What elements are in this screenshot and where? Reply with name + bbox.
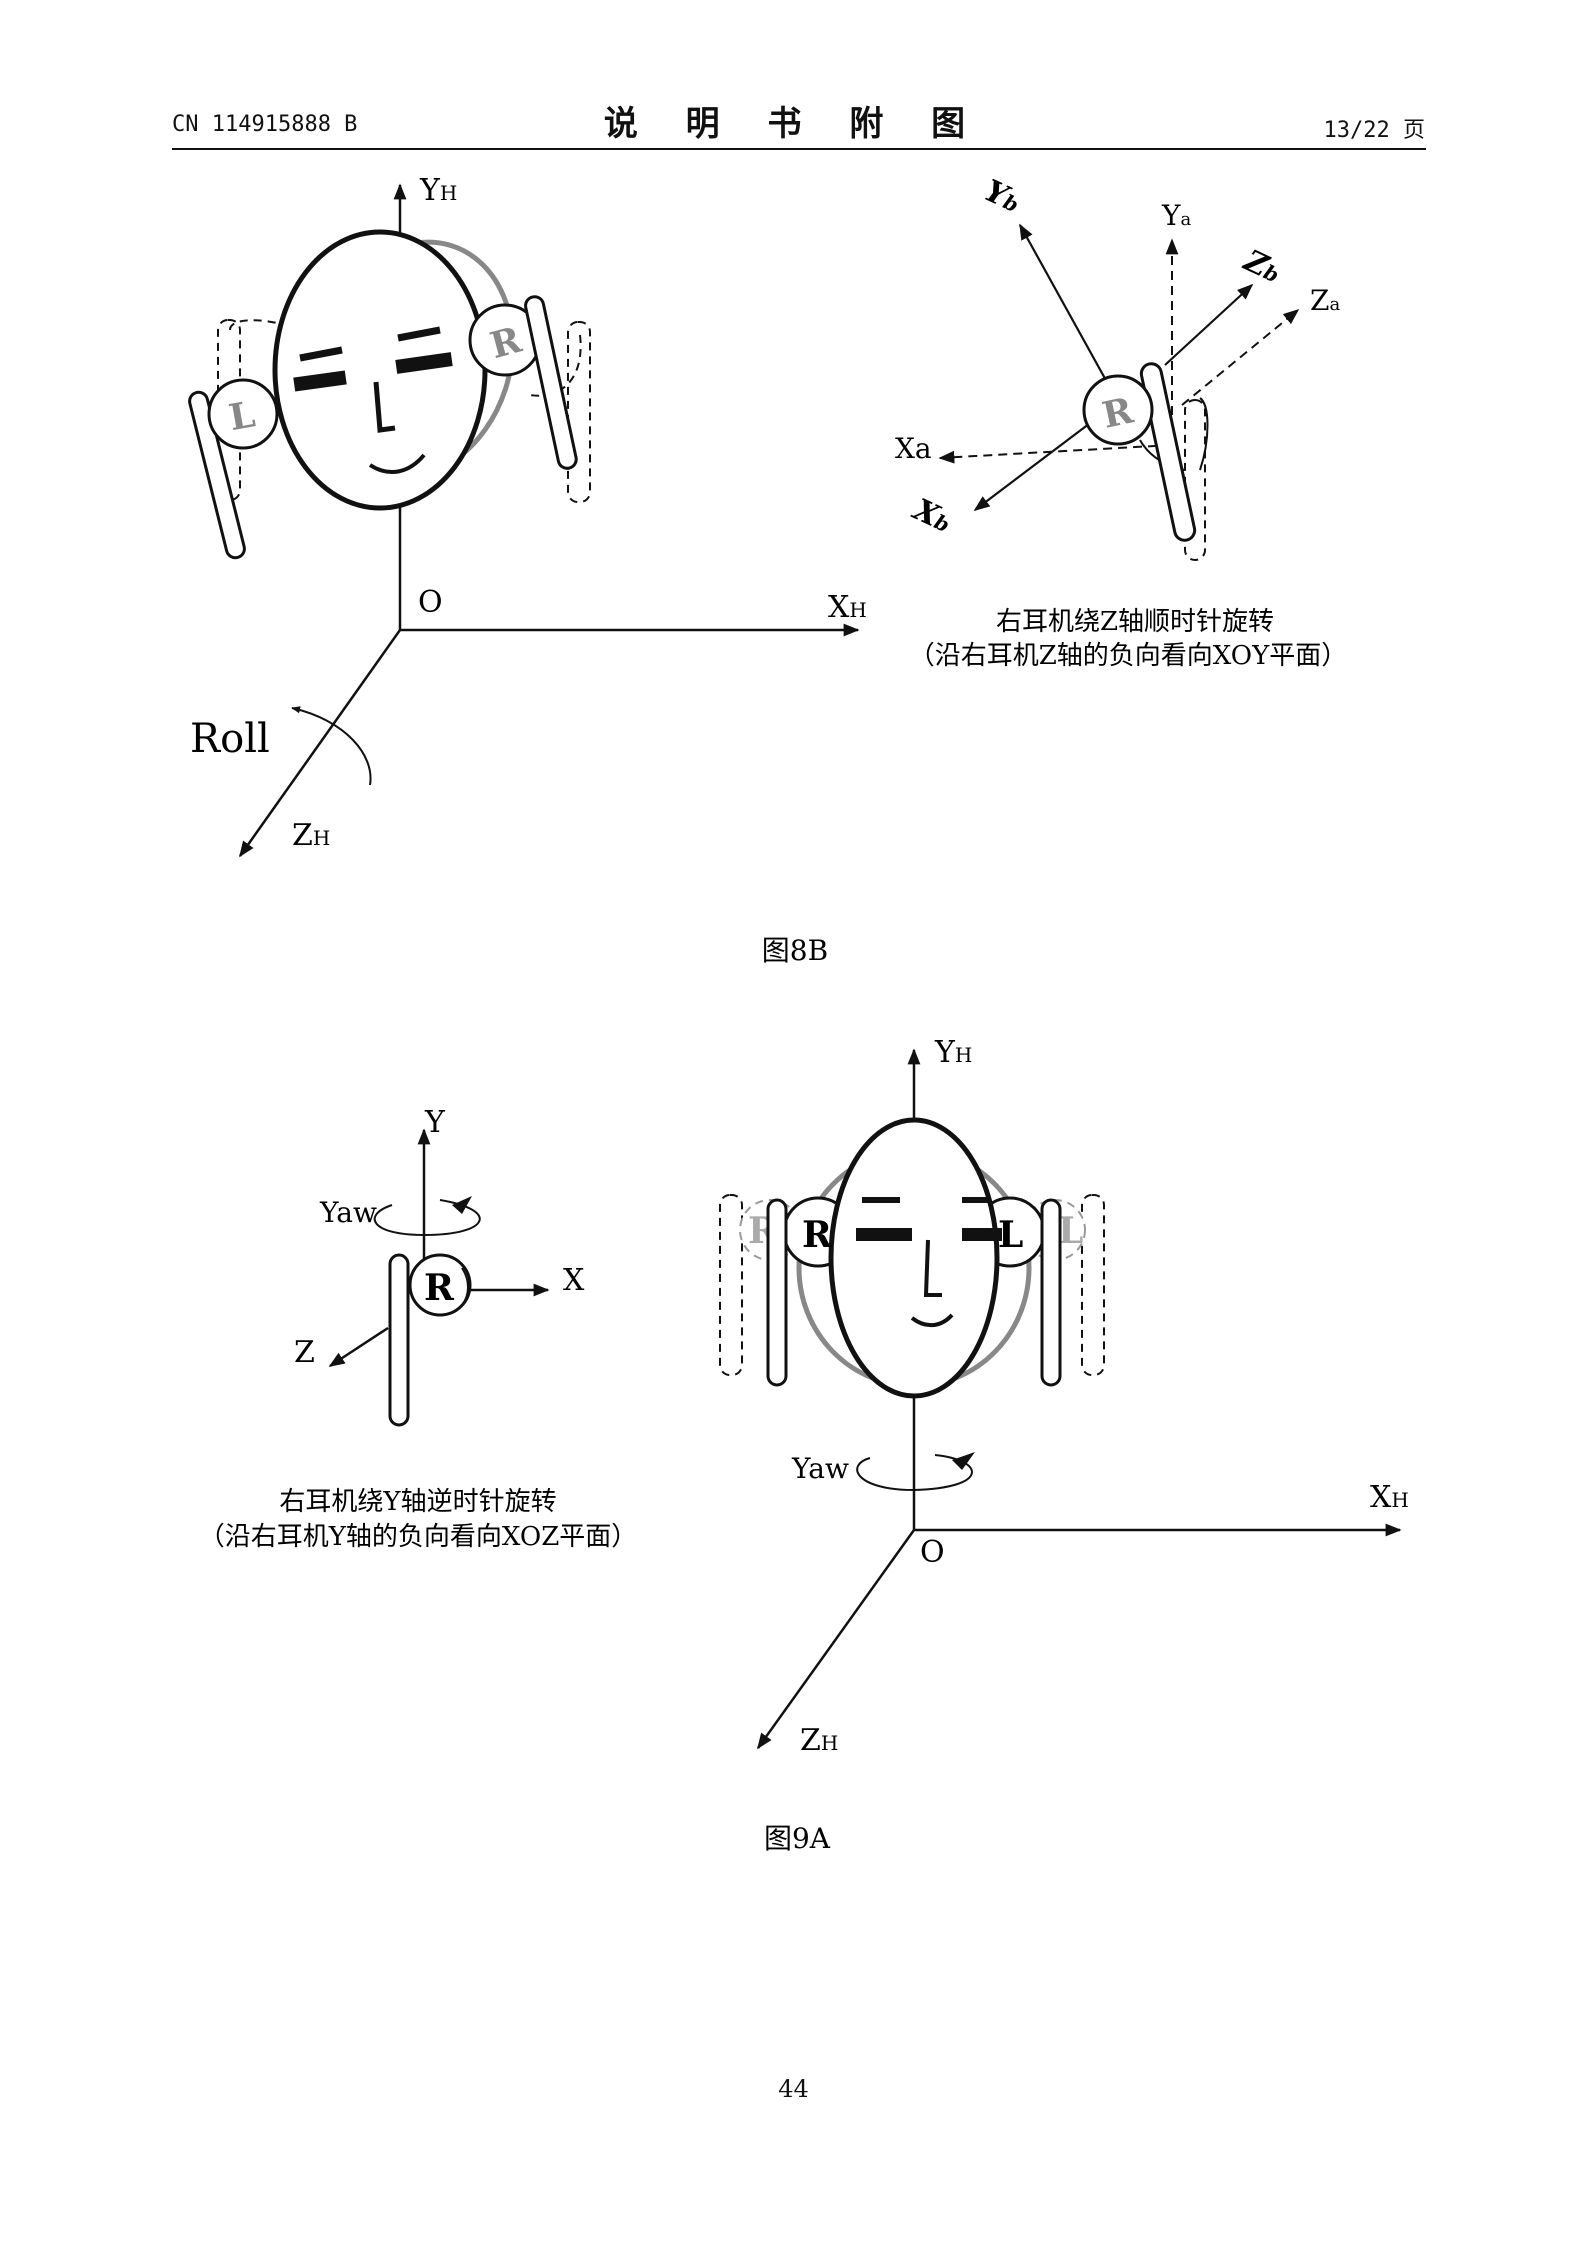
inset-earphone [388,1253,410,1427]
ghost-left-ear-label: L [1058,1210,1083,1252]
header-rule [172,148,1426,150]
roll-label: Roll [190,716,270,762]
xh-axis-label: XH [828,590,867,625]
right-earphone-ghost [567,321,591,503]
zh-axis-label: ZH [292,818,330,853]
right-ear-label: R [802,1214,833,1256]
inset-yaw-arc-icon [373,1199,481,1237]
nose [373,381,396,433]
page-number: 44 [778,2075,809,2103]
figure-9a-label: 图9A [764,1822,831,1855]
left-ear-bud [207,378,279,450]
inset-x-label: X [563,1263,585,1298]
inset-z-label: Z [294,1335,315,1370]
inset-yaw-arrowhead-icon [452,1196,472,1214]
inset-rotation-arc [1199,397,1209,471]
left-eye [293,370,347,392]
fig8b-inset: R Yb Ya Zb Za Xa Xb 右耳机绕Z轴顺时针旋转 （沿右耳机Z轴的… [895,173,1347,671]
roll-arrow-icon [291,706,372,786]
inset-caption-line1: 右耳机绕Z轴顺时针旋转 [996,607,1274,637]
ghost-left-earphone [1081,1194,1105,1376]
figure-8b: YH XH ZH O Roll L R [188,173,1347,967]
xh-axis-label: XH [1370,1480,1409,1515]
head-outline [828,1117,1000,1399]
inset-caption-line2: （沿右耳机Z轴的负向看向XOY平面） [909,641,1348,671]
figure-8b-label: 图8B [762,934,828,967]
yh-axis-label: YH [934,1035,972,1070]
left-earphone [188,390,246,560]
ya-axis-label: Ya [1161,199,1191,232]
left-ghost-bracket [229,319,286,331]
left-eyebrow [299,346,343,362]
page-count: 13/22 页 [1323,118,1425,143]
ghost-right-earphone [719,1194,743,1376]
inset-y-label: Y [424,1105,446,1140]
mouth [368,453,426,474]
za-axis [1181,308,1300,406]
left-ear-label: L [998,1214,1023,1256]
right-eye [395,352,453,374]
yb-axis [1019,223,1119,403]
zh-axis [756,1529,916,1750]
yaw-label: Yaw [791,1452,849,1485]
figure-9a: R Y X Z Yaw 右耳机绕Y轴逆时针旋转 （沿右耳机Y轴的负向看向XOZ平… [199,1035,1409,1855]
yh-axis-label: YH [419,173,457,208]
inset-ear-bud-arc [461,1267,469,1306]
inset-ear-bud [1082,374,1154,446]
za-axis-label: Za [1310,284,1340,317]
left-earphone [1040,1198,1062,1387]
inset-ear-label: R [424,1267,455,1309]
page-title: 说 明 书 附 图 [603,104,984,144]
zh-axis [238,629,402,858]
zb-axis-label: Zb [1238,243,1286,290]
mouth [910,1313,954,1328]
right-eyebrow [397,326,441,342]
inset-yaw-label: Yaw [319,1196,377,1229]
yaw-arrowhead-icon [952,1452,975,1470]
document-number: CN 114915888 B [172,112,358,137]
left-eye [856,1228,912,1241]
left-earphone-ghost [217,319,241,501]
fig9a-inset: R Y X Z Yaw 右耳机绕Y轴逆时针旋转 （沿右耳机Y轴的负向看向XOZ平… [199,1105,638,1552]
nose [923,1239,942,1297]
yb-axis-label: Yb [979,173,1026,220]
xa-axis [938,444,1173,464]
xb-axis-label: Xb [906,492,956,540]
inset-z-axis [328,1326,389,1368]
right-eye [962,1228,1002,1241]
head-outline [272,229,488,511]
xa-axis-label: Xa [895,432,932,465]
zb-axis [1164,283,1254,366]
inset-earphone [1139,362,1197,542]
inset-ear-bud [408,1253,472,1317]
inset-caption-line1: 右耳机绕Y轴逆时针旋转 [279,1487,556,1517]
right-earphone [766,1198,788,1387]
origin-label: O [920,1535,945,1570]
inset-caption-line2: （沿右耳机Y轴的负向看向XOZ平面） [199,1522,638,1552]
origin-label: O [418,585,443,620]
zh-axis-label: ZH [800,1723,838,1758]
right-earphone [524,295,578,470]
